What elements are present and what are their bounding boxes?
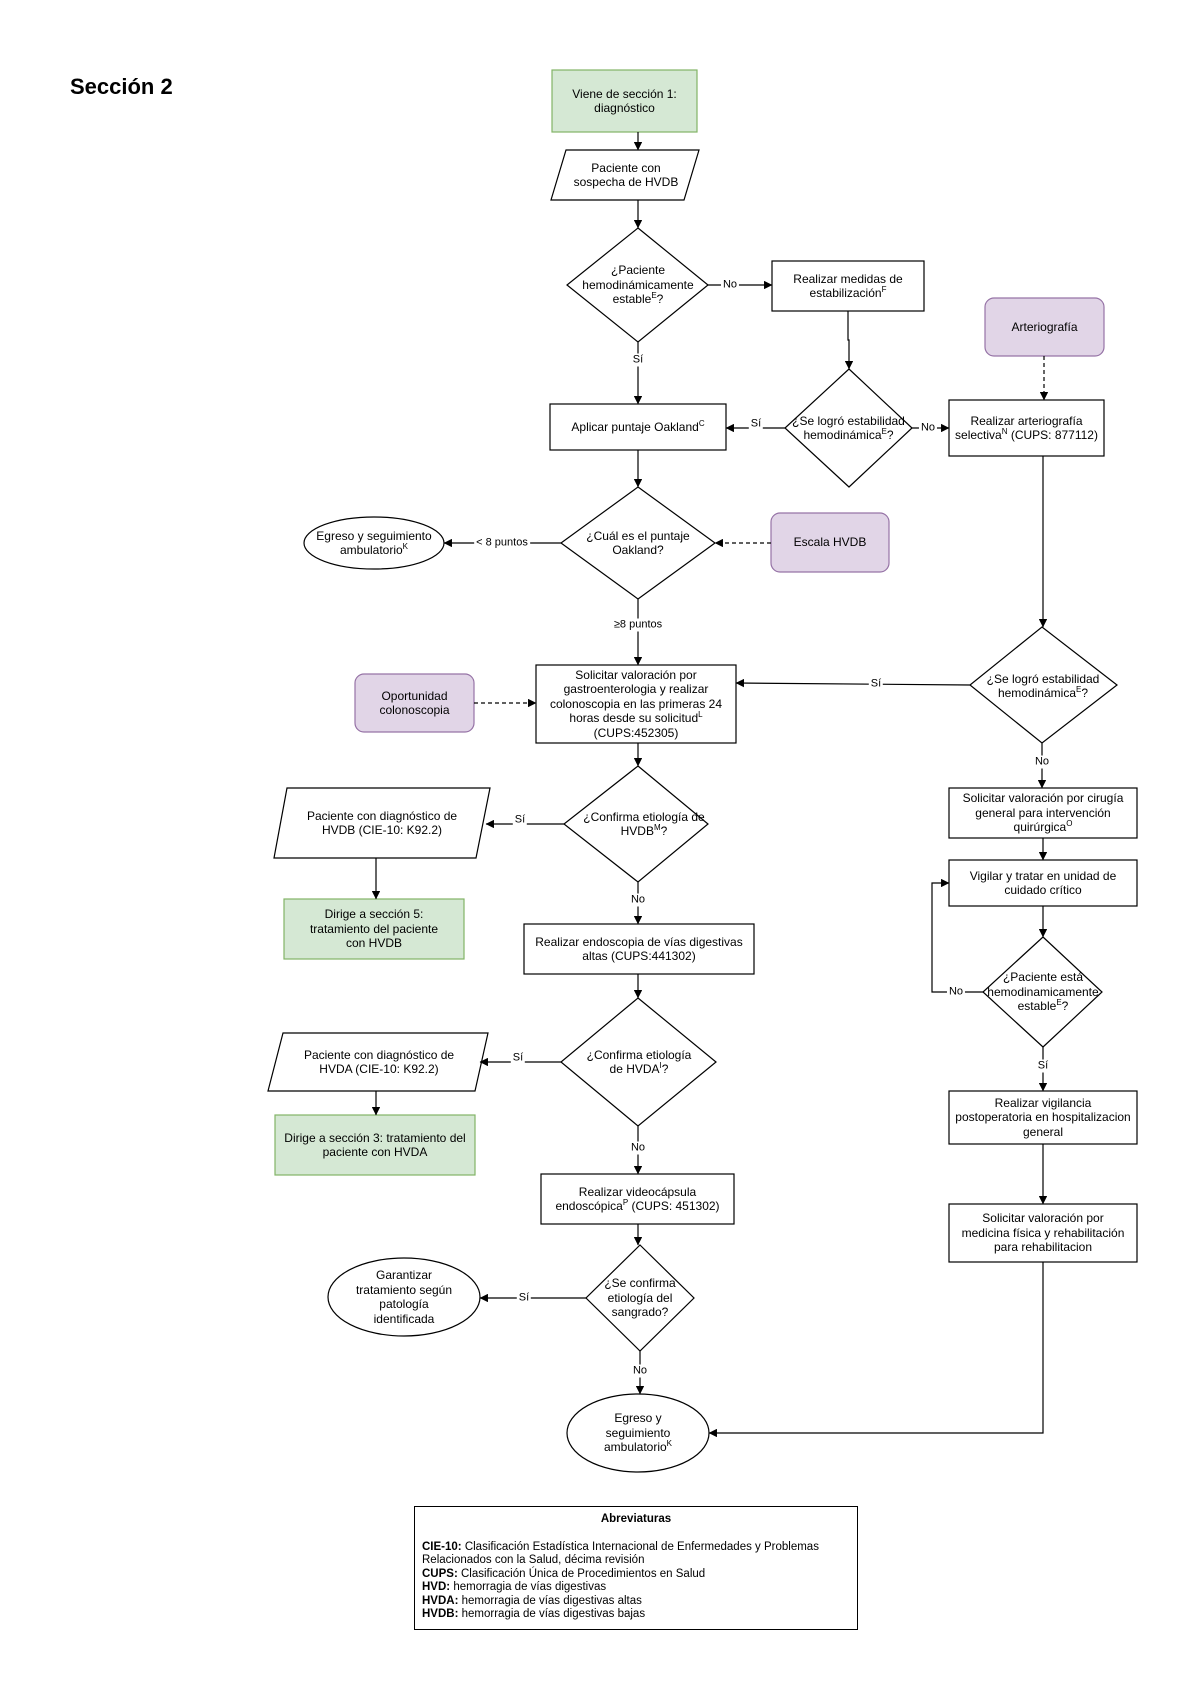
label-solicitar-gastro: Solicitar valoración por gastroenterolog… — [549, 667, 723, 740]
node-seccion3 — [274, 1114, 476, 1176]
abbreviations-legend: Abreviaturas CIE-10: Clasificación Estad… — [414, 1506, 858, 1630]
edge-label-logro1-no: No — [918, 421, 938, 435]
edge-label-sangrado-no: No — [630, 1364, 650, 1378]
label-medidas-estabilizacion: Realizar medidas de estabilizaciónF — [793, 271, 903, 301]
label-paciente-sospecha: Paciente con sospecha de HVDB — [573, 160, 679, 190]
label-puntaje-oakland: Aplicar puntaje OaklandC — [571, 418, 705, 434]
edge-label-estable-si-2: Sí — [1035, 1059, 1051, 1073]
edge-label-logro2-no: No — [1032, 755, 1052, 769]
node-medidas-estabilizacion — [771, 260, 925, 312]
edge-label-confirma-hvda-no: No — [628, 1141, 648, 1155]
label-arteriografia-selectiva: Realizar arteriografía selectivaN (CUPS:… — [955, 413, 1098, 443]
node-endoscopia — [523, 923, 755, 975]
edge-logro2-si — [735, 678, 971, 688]
node-puntaje-oakland — [549, 403, 727, 451]
legend-item: CUPS: Clasificación Única de Procedimien… — [422, 1567, 706, 1580]
label-cual-puntaje: ¿Cuál es el puntaje Oakland? — [586, 528, 690, 558]
legend-title: Abreviaturas — [600, 1513, 672, 1525]
label-seccion5: Dirige a sección 5: tratamiento del paci… — [309, 907, 439, 951]
edge-label-loop-no: No — [946, 985, 966, 999]
section-title: Sección 2 — [70, 74, 173, 99]
label-vigilancia-postop: Realizar vigilancia postoperatoria en ho… — [955, 1095, 1131, 1139]
label-arteriografia: Arteriografía — [1011, 319, 1078, 334]
node-paciente-sospecha — [550, 149, 700, 201]
label-paciente-estable: ¿Paciente hemodinámicamente estableE? — [582, 263, 694, 307]
edge-medicina-to-egreso2 — [708, 1262, 1044, 1438]
edge-label-sangrado-si: Sí — [516, 1291, 532, 1305]
label-oportunidad-colonoscopia: Oportunidad colonoscopia — [379, 688, 450, 718]
label-diag-hvda: Paciente con diagnóstico de HVDA (CIE-10… — [303, 1047, 455, 1077]
edge-label-estable-no: No — [720, 278, 740, 292]
edge-label-confirma-hvdb-si: Sí — [512, 813, 528, 827]
label-egreso-1: Egreso y seguimiento ambulatorioK — [316, 528, 432, 558]
edge-label-estable-si: Sí — [630, 353, 646, 367]
label-paciente-esta-estable: ¿Paciente está hemodinamicamente estable… — [987, 970, 1099, 1014]
label-confirma-hvdb: ¿Confirma etiología de HVDBM? — [583, 809, 705, 839]
legend-item: CIE-10: Clasificación Estadística Intern… — [422, 1540, 819, 1567]
node-diag-hvda — [267, 1032, 489, 1092]
label-seccion3: Dirige a sección 3: tratamiento del paci… — [284, 1130, 466, 1160]
label-uci: Vigilar y tratar en unidad de cuidado cr… — [969, 868, 1117, 898]
label-logro-estabilidad-1: ¿Se logró estabilidad hemodinámicaE? — [792, 413, 905, 443]
edge-medidas-to-logro1 — [844, 311, 854, 370]
label-endoscopia: Realizar endoscopia de vías digestivas a… — [535, 934, 743, 964]
node-logro-estabilidad-1 — [784, 368, 913, 488]
label-confirma-hvda: ¿Confirma etiología de HVDAI? — [586, 1047, 692, 1077]
label-valoracion-cirugia: Solicitar valoración por cirugía general… — [962, 791, 1124, 835]
edge-label-logro1-si: Sí — [748, 417, 764, 431]
edge-label-mas8: ≥8 puntos — [611, 618, 665, 632]
label-escala-hvdb: Escala HVDB — [793, 535, 867, 550]
edge-label-menos8: < 8 puntos — [474, 536, 530, 550]
label-viene-seccion1: Viene de sección 1: diagnóstico — [572, 86, 677, 116]
label-garantizar: Garantizar tratamiento según patología i… — [355, 1268, 453, 1326]
edge-label-confirma-hvdb-no: No — [628, 893, 648, 907]
node-valoracion-cirugia — [948, 787, 1138, 839]
label-diag-hvdb: Paciente con diagnóstico de HVDB (CIE-10… — [306, 808, 458, 838]
label-medicina-fisica: Solicitar valoración por medicina física… — [961, 1211, 1125, 1255]
label-videocapsula: Realizar videocápsula endoscópicaP (CUPS… — [555, 1184, 720, 1214]
label-egreso-2: Egreso y seguimiento ambulatorioK — [603, 1411, 673, 1455]
edge-label-logro2-si: Sí — [868, 677, 884, 691]
node-viene-seccion1 — [551, 69, 698, 133]
node-seccion5 — [283, 898, 465, 960]
node-vigilancia-postop — [948, 1090, 1138, 1145]
legend-item: HVDB: hemorragia de vías digestivas baja… — [422, 1608, 646, 1620]
legend-item: HVD: hemorragia de vías digestivas — [422, 1581, 607, 1593]
edge-label-confirma-hvda-si: Sí — [510, 1051, 526, 1065]
legend-item: HVDA: hemorragia de vías digestivas alta… — [422, 1594, 642, 1607]
node-videocapsula — [540, 1173, 735, 1225]
label-logro-estabilidad-2: ¿Se logró estabilidad hemodinámicaE? — [986, 671, 1100, 701]
node-diag-hvdb — [273, 787, 491, 859]
label-confirma-sangrado: ¿Se confirma etiología del sangrado? — [604, 1276, 676, 1320]
